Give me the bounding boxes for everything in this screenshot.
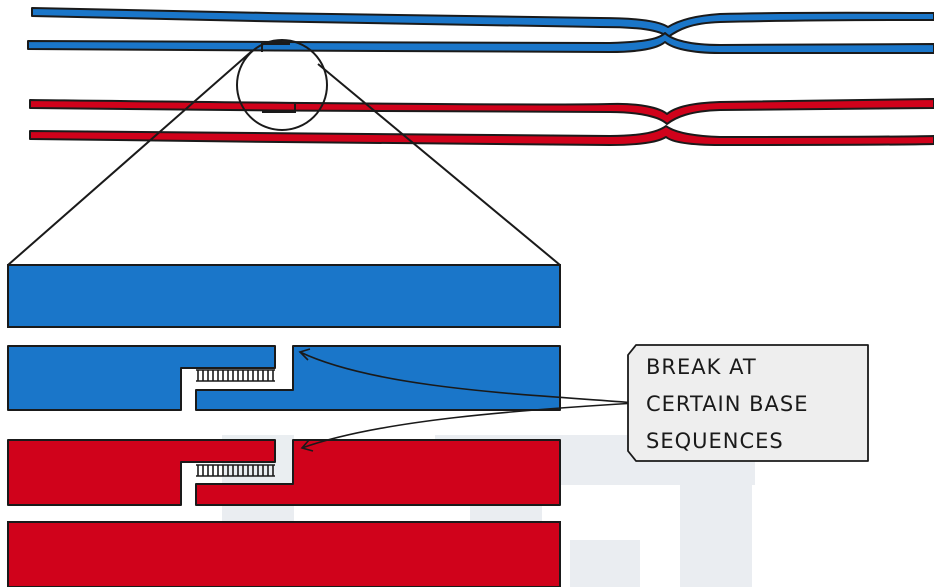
enlarged-blue-strand-broken-right [195, 345, 561, 411]
zoom-line-left [7, 50, 253, 266]
enlarged-blue-strand-broken [7, 345, 276, 411]
blue-overhang-base-pairs [196, 369, 275, 382]
enlarged-red-strand-bottom [7, 521, 561, 587]
break-marker-red [262, 104, 296, 113]
arrow-to-blue-break [299, 351, 637, 404]
red-chromatid-pair [29, 98, 934, 146]
magnifier-icon [236, 39, 328, 131]
enlarged-blue-strand-top [7, 264, 561, 328]
label-line-2: CERTAIN BASE [646, 392, 809, 416]
label-box [627, 344, 869, 462]
blue-chromatid-pair [27, 7, 934, 55]
pointer-arrows [298, 348, 637, 452]
red-overhang-base-pairs [196, 464, 275, 477]
enlarged-red-strand-broken-right [195, 439, 561, 506]
arrow-head-red [300, 439, 314, 452]
red-chromatid-bottom [29, 125, 934, 146]
arrow-to-red-break [301, 402, 637, 449]
arrow-head-blue [298, 348, 311, 361]
enlarged-red-strand-broken [7, 439, 276, 506]
label-line-3: SEQUENCES [646, 429, 784, 453]
zoom-line-right [317, 63, 561, 266]
blue-chromatid-bottom [27, 32, 934, 55]
label-line-1: BREAK AT [646, 355, 757, 379]
blue-chromatid-top [31, 7, 934, 38]
red-chromatid-top [29, 98, 934, 125]
